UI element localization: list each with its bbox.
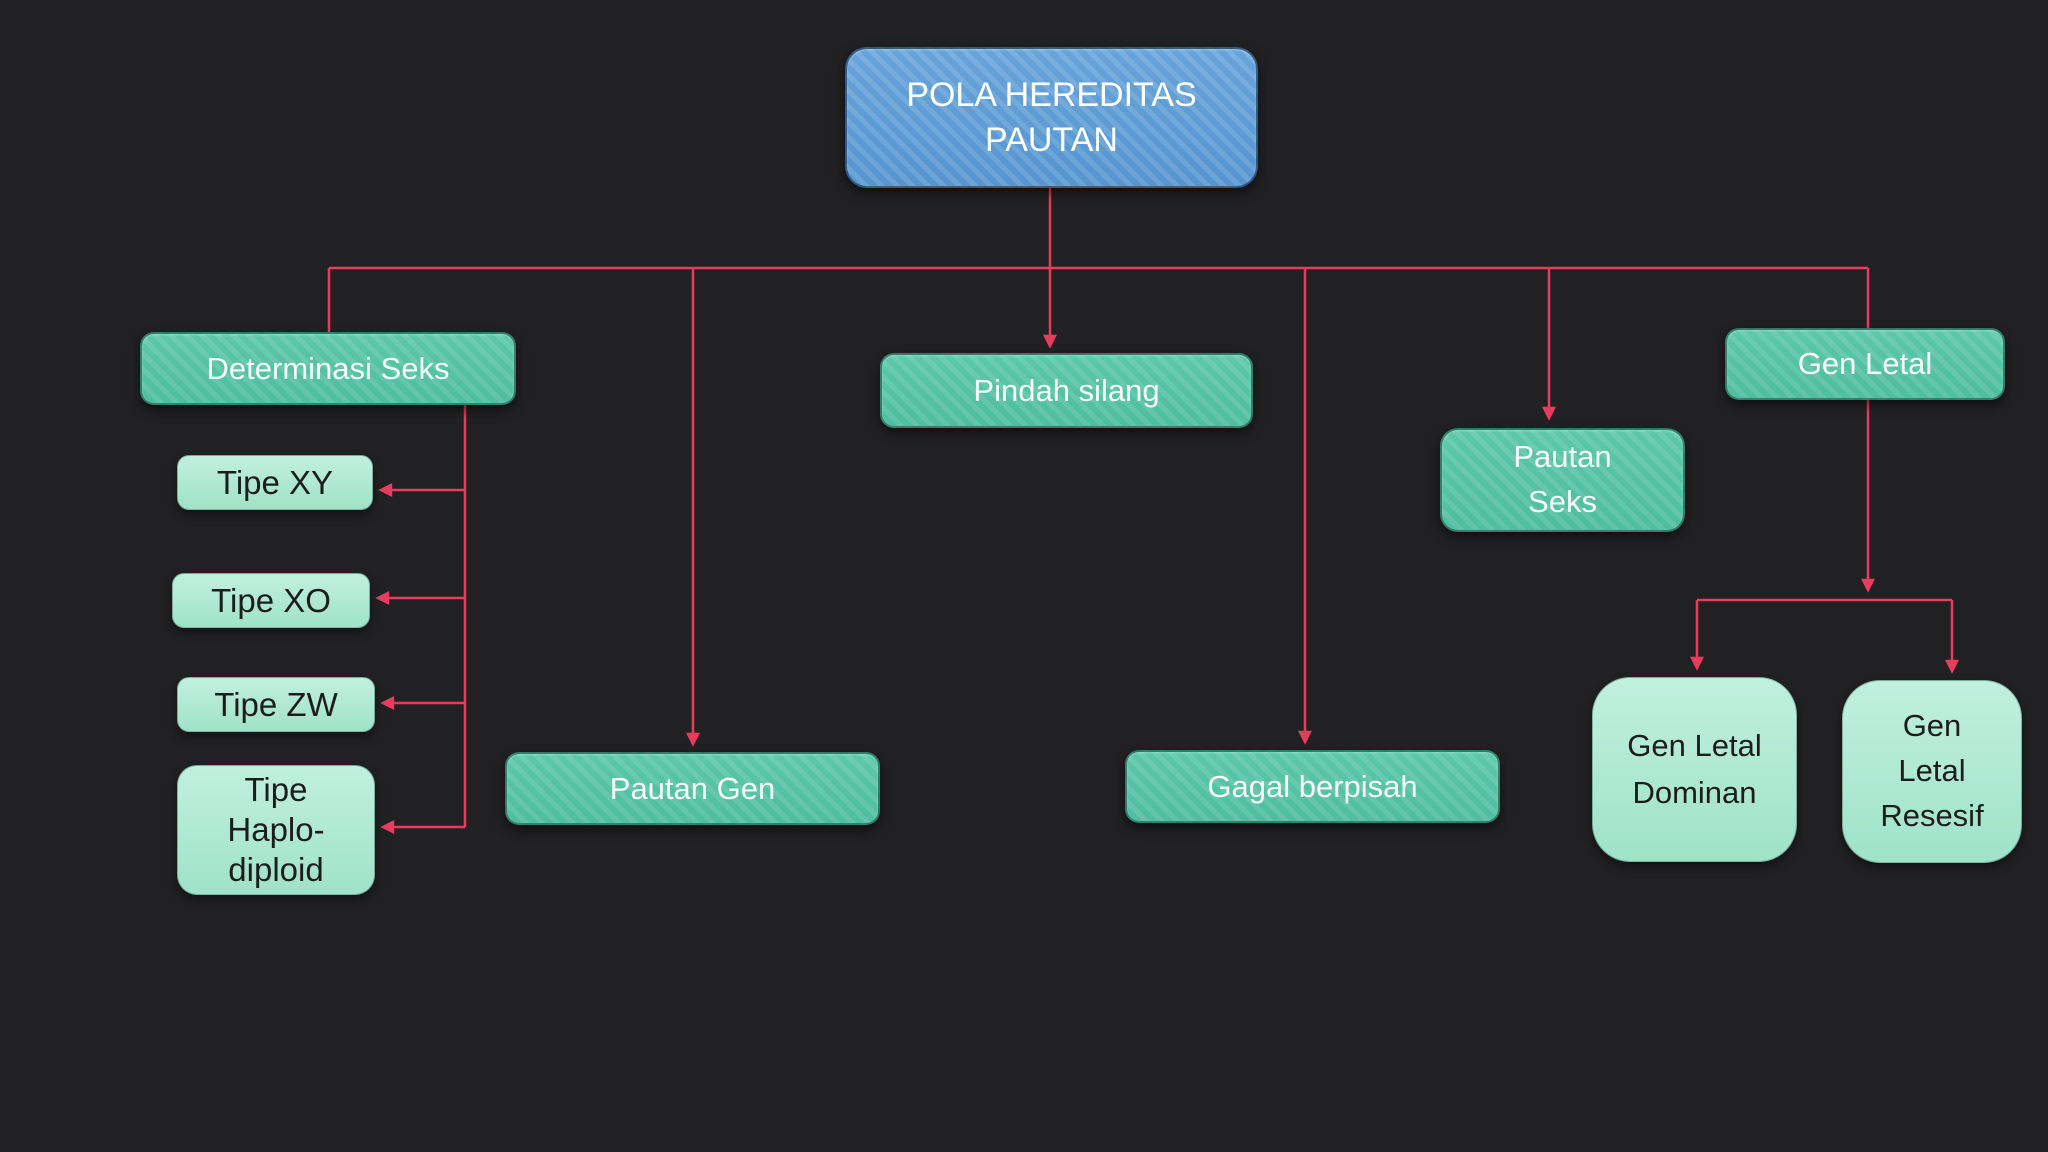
node-pautan-gen: Pautan Gen xyxy=(505,752,880,825)
node-gen-letal-resesif: Gen Letal Resesif xyxy=(1842,680,2022,863)
node-label: Tipe Haplo- diploid xyxy=(227,770,325,889)
node-gagal-berpisah: Gagal berpisah xyxy=(1125,750,1500,823)
node-label: Tipe ZW xyxy=(214,685,338,723)
node-tipe-xo: Tipe XO xyxy=(172,573,370,628)
node-label: Pautan Gen xyxy=(609,770,776,806)
node-tipe-zw: Tipe ZW xyxy=(177,677,375,732)
node-tipe-haplo-diploid: Tipe Haplo- diploid xyxy=(177,765,375,895)
node-label: POLA HEREDITAS PAUTAN xyxy=(906,76,1197,159)
node-label: Determinasi Seks xyxy=(206,350,450,386)
node-pola-hereditas-pautan: POLA HEREDITAS PAUTAN xyxy=(845,47,1258,188)
node-label: Gen Letal xyxy=(1797,346,1933,382)
node-label: Gen Letal Dominan xyxy=(1627,728,1762,810)
node-label: Pautan Seks xyxy=(1513,439,1612,519)
node-label: Tipe XO xyxy=(211,581,331,619)
node-determinasi-seks: Determinasi Seks xyxy=(140,332,516,405)
node-gen-letal: Gen Letal xyxy=(1725,328,2005,400)
node-pautan-seks: Pautan Seks xyxy=(1440,428,1685,532)
node-gen-letal-dominan: Gen Letal Dominan xyxy=(1592,677,1797,862)
node-pindah-silang: Pindah silang xyxy=(880,353,1253,428)
node-label: Pindah silang xyxy=(973,372,1160,408)
node-label: Tipe XY xyxy=(216,463,334,501)
node-label: Gen Letal Resesif xyxy=(1880,708,1984,833)
node-label: Gagal berpisah xyxy=(1207,768,1418,804)
node-tipe-xy: Tipe XY xyxy=(177,455,373,510)
